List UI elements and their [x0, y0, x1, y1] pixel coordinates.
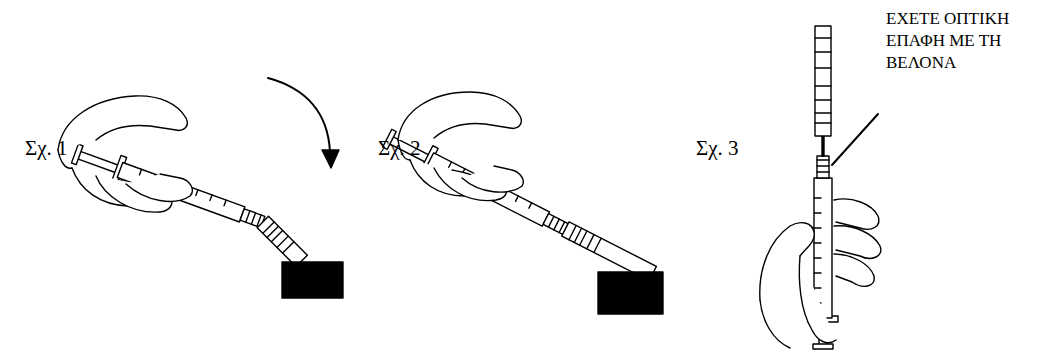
figure-one: [58, 78, 343, 298]
figure-label: Σχ. 1: [25, 136, 68, 161]
figure-label: Σχ. 3: [696, 136, 739, 161]
figure-label: Σχ. 2: [378, 136, 421, 161]
figure-two: [381, 92, 663, 314]
callout-note: ΕΧΕΤΕ ΟΠΤΙΚΗ ΕΠΑΦΗ ΜΕ ΤΗ ΒΕΛΟΝΑ: [886, 8, 1036, 74]
figure-three: [760, 26, 881, 349]
